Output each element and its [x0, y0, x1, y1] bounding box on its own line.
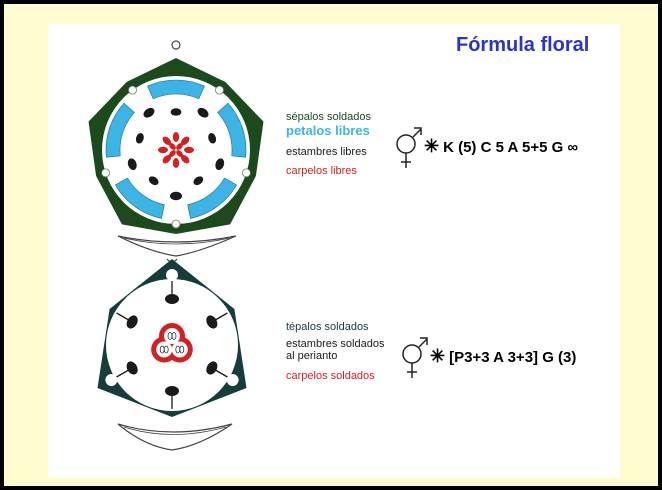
- carpel: [169, 143, 176, 150]
- sepal-junction: [128, 85, 137, 95]
- stamen: [135, 132, 144, 144]
- stamen: [208, 132, 217, 144]
- bract: [117, 423, 233, 451]
- stamen: [197, 107, 209, 118]
- petal: [217, 102, 247, 158]
- floral-diagram-trimerous: [97, 258, 247, 451]
- stamen: [126, 315, 138, 329]
- carpel: [158, 146, 168, 154]
- hermaphrodite-symbol-1: [396, 127, 422, 168]
- bract: [117, 235, 237, 257]
- tepal-notch: [105, 374, 118, 386]
- sepal-junction: [171, 219, 181, 229]
- tepal-notch: [226, 374, 239, 386]
- floral-diagram-pentamerous: [88, 40, 264, 257]
- legend-group-1: sépalos soldados petalos libres estambre…: [286, 110, 371, 178]
- stamen: [206, 315, 218, 329]
- sepal-inner-area: [102, 76, 250, 224]
- floral-formula-2: ✳[P3+3 A 3+3] G (3): [428, 346, 576, 367]
- petal: [187, 177, 238, 219]
- stamen: [143, 107, 155, 118]
- ovule: [179, 345, 185, 354]
- actinomorphic-symbol-1: ✳: [424, 136, 440, 156]
- sepal-junction: [215, 85, 224, 95]
- legend-sepals: sépalos soldados: [286, 111, 372, 123]
- carpel: [169, 150, 176, 157]
- legend-petals: petalos libres: [286, 123, 370, 138]
- ovule: [163, 345, 169, 354]
- stamen: [127, 158, 137, 171]
- stamen: [126, 361, 138, 375]
- bract-line: [123, 237, 231, 245]
- carpel: [184, 146, 194, 154]
- actinomorphic-symbol-2: ✳: [430, 346, 446, 366]
- legend-carpels: carpelos libres: [286, 165, 357, 177]
- hermaphrodite-symbol-2: [402, 337, 428, 378]
- carpel: [162, 154, 172, 164]
- sepal-junction: [241, 168, 251, 178]
- formula-text-2: [P3+3 A 3+3] G (3): [449, 349, 577, 366]
- stamen: [206, 361, 218, 375]
- legend-tepals: tépalos soldados: [286, 321, 369, 333]
- legend-stamens-2b: al perianto: [286, 350, 338, 362]
- tepal-notch: [166, 269, 178, 281]
- stamen: [170, 108, 182, 116]
- slide-title: Fórmula floral: [456, 34, 590, 56]
- carpel: [176, 143, 183, 150]
- carpel: [172, 158, 180, 168]
- ovule: [171, 332, 177, 340]
- bract-line: [123, 426, 227, 435]
- legend-group-2: tépalos soldados estambres soldados al p…: [286, 320, 384, 383]
- stamen: [215, 158, 225, 171]
- petal: [114, 177, 165, 219]
- formula-text-1: K (5) C 5 A 5+5 G ∞: [443, 139, 579, 156]
- sepal-junction: [101, 168, 111, 178]
- stamen: [165, 294, 179, 304]
- axis-marker: [171, 40, 181, 50]
- legend-carpels-2: carpelos soldados: [286, 370, 375, 382]
- floral-formula-1: ✳K (5) C 5 A 5+5 G ∞: [422, 136, 578, 157]
- legend-stamens: estambres libres: [286, 146, 367, 158]
- carpel: [180, 154, 190, 164]
- stamen: [170, 191, 182, 201]
- carpel: [172, 132, 180, 142]
- stamen: [193, 176, 204, 186]
- petal: [105, 102, 135, 158]
- carpel: [176, 150, 183, 157]
- stamen: [165, 386, 179, 396]
- stamen: [148, 176, 159, 186]
- legend-stamens-2a: estambres soldados: [286, 338, 385, 350]
- carpel: [180, 136, 190, 146]
- carpel: [162, 136, 172, 146]
- petal: [147, 79, 205, 100]
